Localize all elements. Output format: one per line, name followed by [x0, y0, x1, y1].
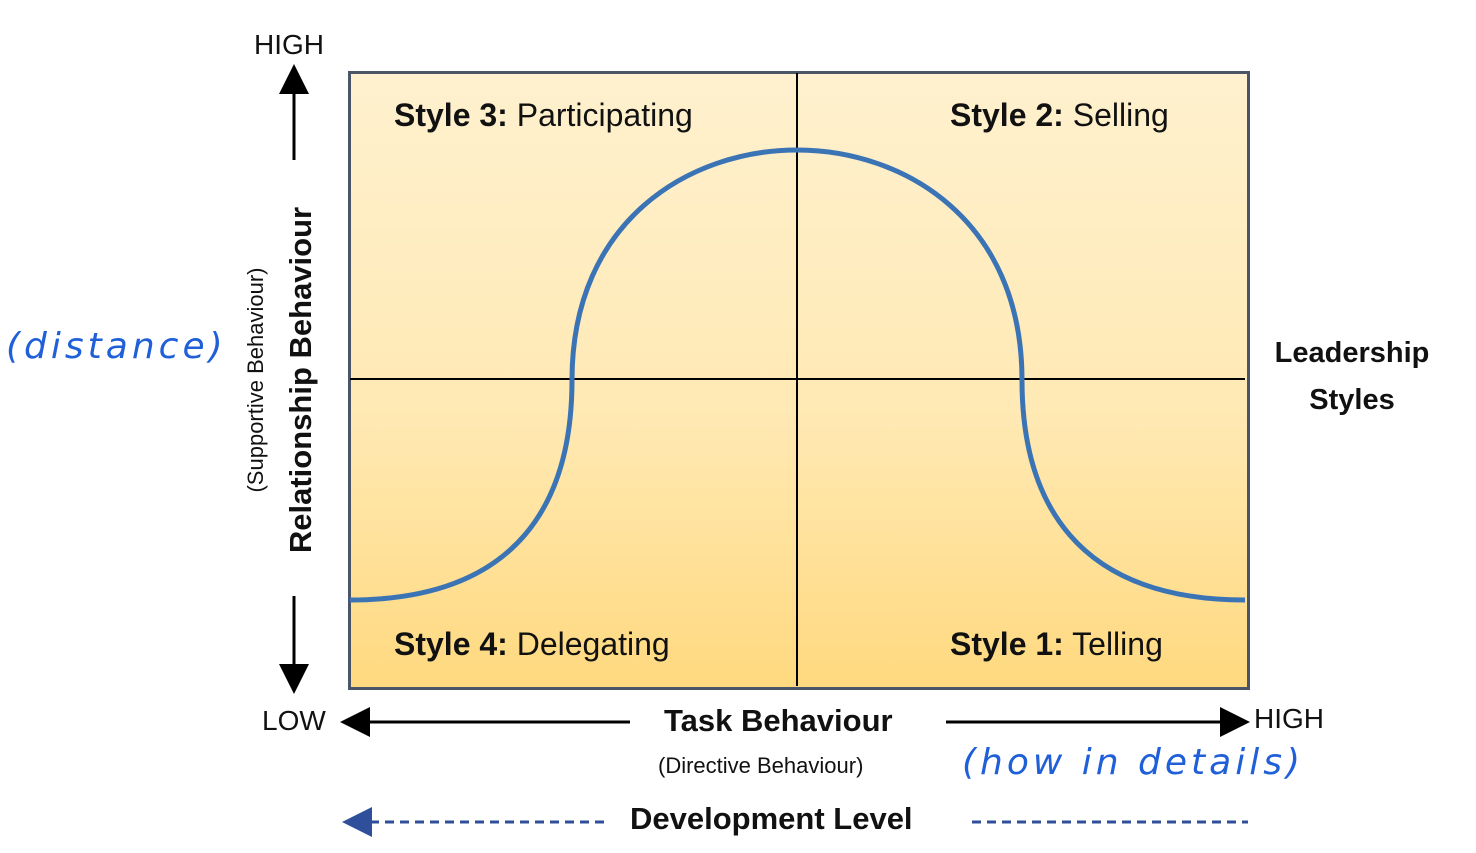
quadrant-style-1: Style 1: Telling: [950, 626, 1163, 663]
quadrant-style-3-number: Style 3:: [394, 97, 508, 133]
quadrant-style-1-number: Style 1:: [950, 626, 1064, 662]
quadrant-style-2-name: Selling: [1072, 97, 1169, 133]
quadrant-style-1-name: Telling: [1072, 626, 1163, 662]
annotation-how-in-details: (how in details): [962, 742, 1305, 783]
quadrant-style-4-number: Style 4:: [394, 626, 508, 662]
quadrant-style-2: Style 2: Selling: [950, 97, 1169, 134]
leadership-styles-line2: Styles: [1309, 384, 1395, 416]
quadrant-style-3-name: Participating: [516, 97, 693, 133]
x-axis-subtitle: (Directive Behaviour): [658, 753, 864, 778]
x-axis-high-label: HIGH: [1254, 703, 1324, 734]
quadrant-style-4: Style 4: Delegating: [394, 626, 670, 663]
leadership-styles-line1: Leadership: [1274, 337, 1430, 369]
leadership-styles-title: Leadership Styles: [1254, 330, 1450, 424]
y-axis-subtitle: (Supportive Behaviour): [243, 267, 268, 493]
quadrant-style-2-number: Style 2:: [950, 97, 1064, 133]
leadership-curve: [349, 147, 1246, 603]
quadrant-style-4-name: Delegating: [516, 626, 670, 662]
style-grid: [348, 71, 1250, 690]
y-axis-title: Relationship Behaviour: [283, 206, 318, 554]
development-level-title: Development Level: [630, 801, 913, 836]
y-axis-high-label: HIGH: [254, 29, 324, 60]
x-axis-title: Task Behaviour: [664, 703, 893, 738]
annotation-distance: (distance): [6, 326, 227, 367]
x-axis-low-label: LOW: [262, 705, 326, 736]
quadrant-style-3: Style 3: Participating: [394, 97, 693, 134]
